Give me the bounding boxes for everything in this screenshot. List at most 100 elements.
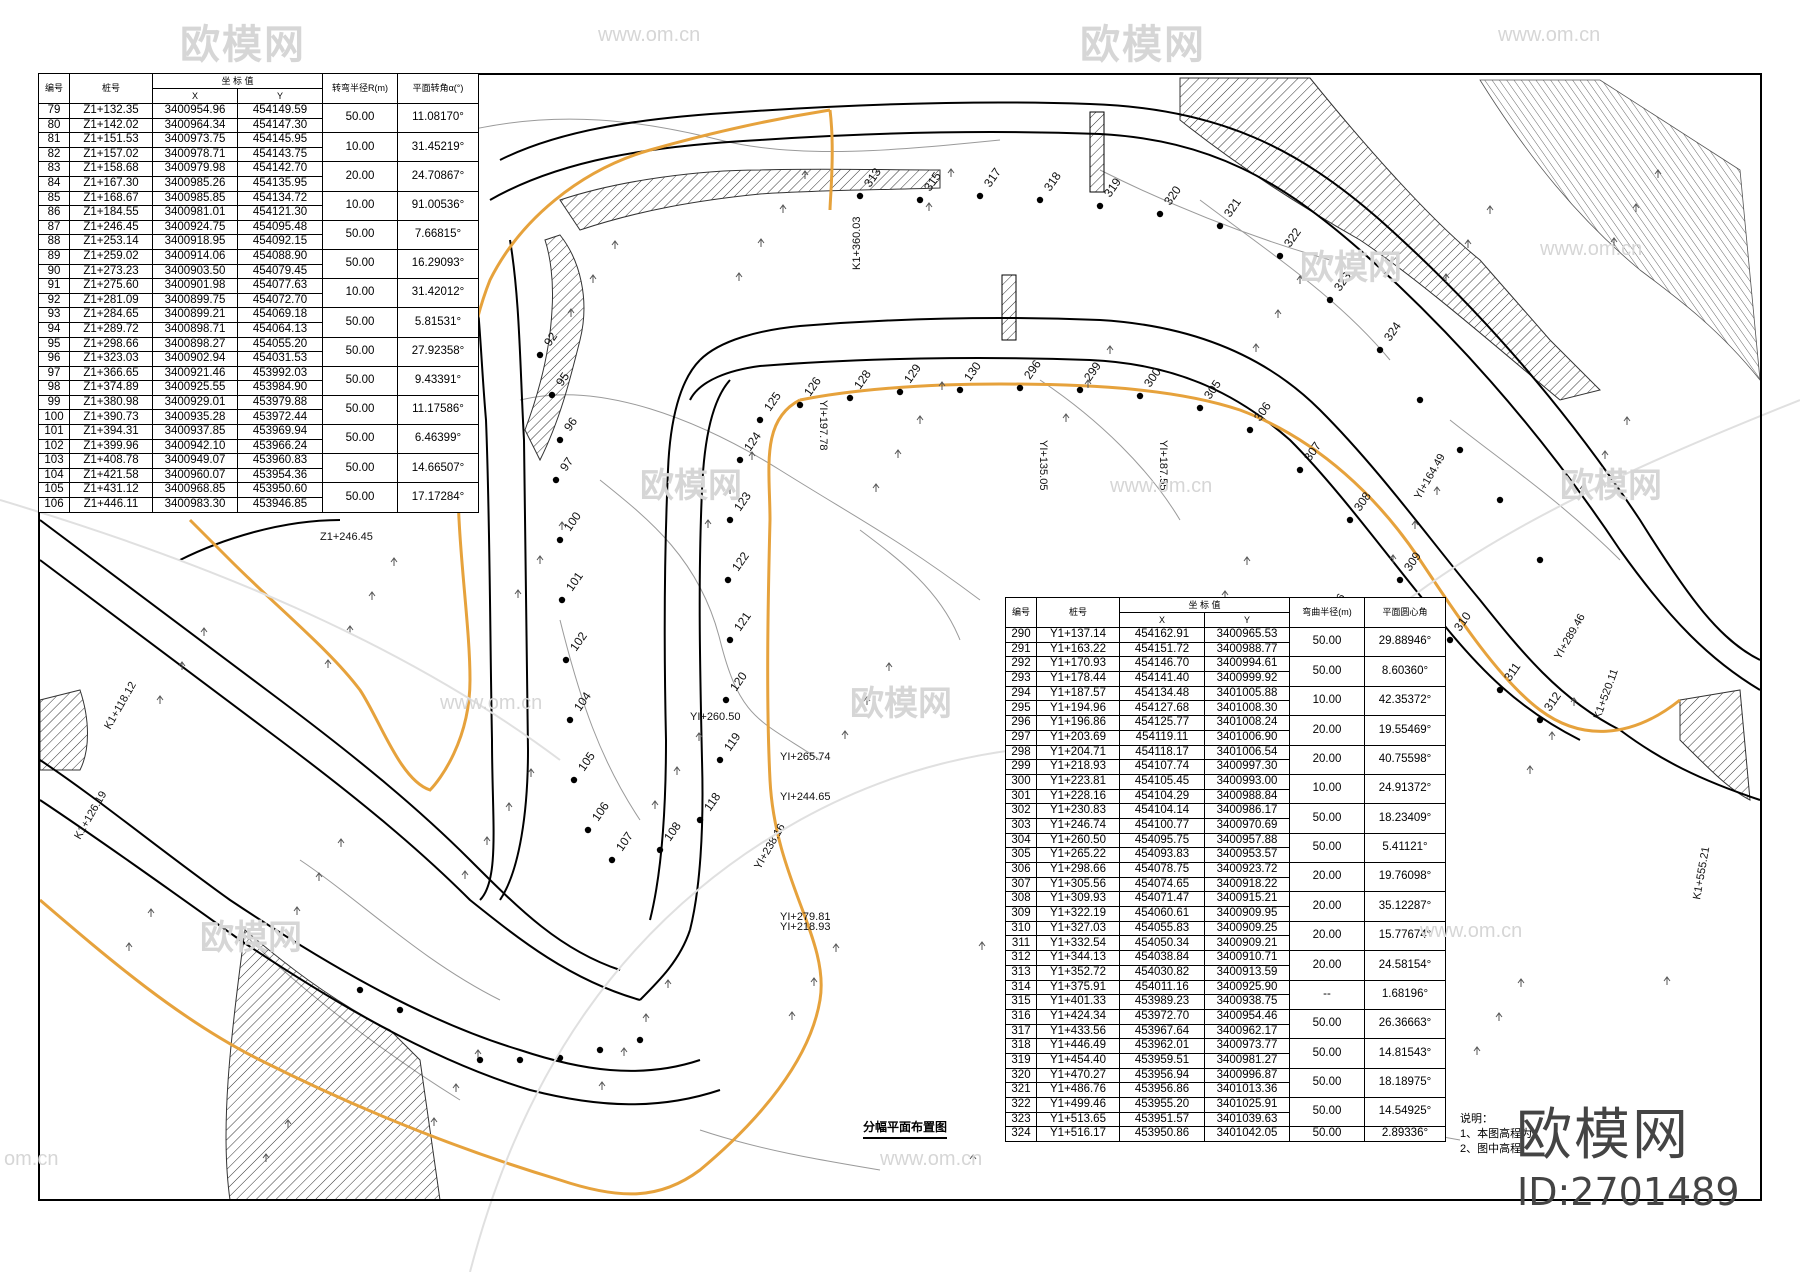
cell-angle: 14.81543°	[1364, 1038, 1446, 1069]
cell-no: 316	[1005, 1008, 1037, 1025]
cell-radius: 50.00	[1289, 1067, 1365, 1099]
cell-x: 453956.86	[1119, 1082, 1205, 1098]
cell-y: 3401005.88	[1204, 685, 1290, 702]
spot-mark	[589, 274, 597, 283]
spot-mark	[1442, 273, 1450, 282]
cell-y: 3400954.46	[1204, 1008, 1290, 1025]
spot-mark	[1433, 486, 1441, 495]
cell-no: 309	[1005, 906, 1037, 922]
cell-no: 317	[1005, 1023, 1037, 1040]
survey-point	[556, 436, 564, 444]
cell-no: 298	[1005, 744, 1037, 761]
cell-no: 321	[1005, 1082, 1037, 1098]
cell-x: 3400921.46	[152, 365, 238, 382]
spot-mark	[757, 238, 765, 247]
cell-radius: 50.00	[322, 248, 398, 280]
cell-no: 85	[38, 190, 70, 207]
cell-x: 454011.16	[1119, 979, 1205, 996]
cell-angle: 18.18975°	[1364, 1067, 1446, 1099]
cell-station: Y1+424.34	[1036, 1008, 1120, 1025]
cell-y: 3400910.71	[1204, 950, 1290, 966]
cell-y: 454077.63	[237, 278, 323, 294]
cell-station: Y1+203.69	[1036, 729, 1120, 746]
cell-y: 454064.13	[237, 321, 323, 338]
cell-station: Y1+401.33	[1036, 994, 1120, 1010]
cell-x: 454093.83	[1119, 847, 1205, 863]
cell-x: 454127.68	[1119, 700, 1205, 717]
cell-station: Z1+151.53	[69, 132, 153, 148]
cell-x: 3400983.30	[152, 497, 238, 513]
spot-mark	[315, 872, 323, 881]
cell-no: 99	[38, 394, 70, 411]
spot-mark	[1486, 205, 1494, 214]
cell-station: Y1+298.66	[1036, 862, 1120, 878]
cell-station: Y1+223.81	[1036, 773, 1120, 790]
spot-mark	[863, 696, 871, 705]
cell-station: Y1+470.27	[1036, 1067, 1120, 1084]
cell-x: 454151.72	[1119, 641, 1205, 658]
cell-radius: 50.00	[322, 336, 398, 367]
survey-point	[1416, 396, 1424, 404]
cell-x: 3400954.96	[152, 103, 238, 119]
cell-angle: 8.60360°	[1364, 656, 1446, 687]
cell-station: Y1+327.03	[1036, 920, 1120, 937]
survey-point	[584, 826, 592, 834]
cell-radius: 20.00	[1289, 891, 1365, 922]
cell-station: Z1+184.55	[69, 205, 153, 221]
cell-no: 302	[1005, 803, 1037, 819]
cell-no: 106	[38, 497, 70, 513]
cell-angle: 24.91372°	[1364, 773, 1446, 805]
spot-mark	[430, 1117, 438, 1126]
survey-point	[536, 351, 544, 359]
cell-y: 3400970.69	[1204, 817, 1290, 834]
spot-mark	[726, 485, 734, 494]
cell-station: Y1+516.17	[1036, 1126, 1120, 1143]
cell-no: 313	[1005, 964, 1037, 981]
cell-y: 3400981.27	[1204, 1052, 1290, 1069]
cell-y: 3400913.59	[1204, 964, 1290, 981]
spot-mark	[969, 1154, 977, 1163]
cell-station: Y1+486.76	[1036, 1082, 1120, 1098]
cell-no: 86	[38, 205, 70, 221]
spot-mark	[1623, 416, 1631, 425]
cell-radius: 20.00	[1289, 861, 1365, 893]
cell-no: 291	[1005, 641, 1037, 658]
cell-y: 3400965.53	[1204, 627, 1290, 643]
cell-angle: 16.29093°	[397, 248, 479, 280]
cell-x: 454118.17	[1119, 744, 1205, 761]
cell-no: 320	[1005, 1067, 1037, 1084]
cell-x: 454050.34	[1119, 935, 1205, 952]
cell-angle: 17.17284°	[397, 482, 479, 513]
cell-radius: 20.00	[322, 161, 398, 192]
cell-radius: 50.00	[1289, 1008, 1365, 1040]
spot-mark	[156, 695, 164, 704]
survey-point	[356, 986, 364, 994]
spot-mark	[1663, 976, 1671, 985]
survey-point	[562, 656, 570, 664]
cell-no: 290	[1005, 627, 1037, 643]
cell-radius: 50.00	[322, 307, 398, 338]
station-label: YI+265.74	[780, 751, 830, 763]
survey-point	[976, 192, 984, 200]
cell-x: 454141.40	[1119, 671, 1205, 687]
cell-x: 453972.70	[1119, 1008, 1205, 1025]
cell-x: 454105.45	[1119, 773, 1205, 790]
header-radius: 转弯半径R(m)	[322, 73, 398, 104]
survey-point	[726, 636, 734, 644]
cell-y: 453946.85	[237, 497, 323, 513]
cell-x: 453962.01	[1119, 1038, 1205, 1054]
cell-angle: 35.12287°	[1364, 891, 1446, 922]
cell-y: 3400909.21	[1204, 935, 1290, 952]
cell-angle: 1.68196°	[1364, 979, 1446, 1010]
survey-point	[1196, 404, 1204, 412]
cell-y: 454095.48	[237, 219, 323, 236]
spot-mark	[461, 870, 469, 879]
cell-station: Z1+281.09	[69, 292, 153, 309]
cell-y: 454092.15	[237, 234, 323, 250]
spot-mark	[1632, 203, 1640, 212]
